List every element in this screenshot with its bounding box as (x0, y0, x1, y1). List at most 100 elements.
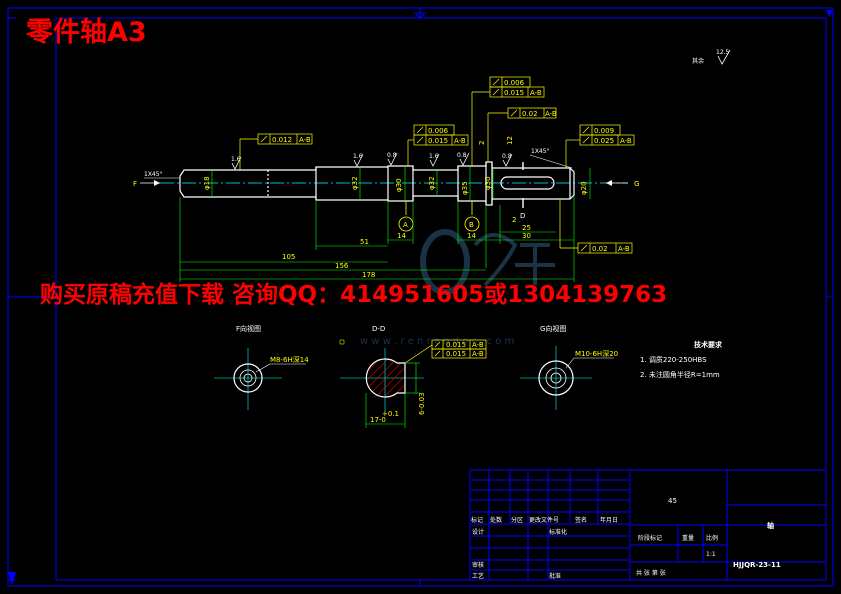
part-name: 轴 (767, 521, 774, 530)
d-section-plus: +0.1 (382, 410, 399, 418)
diameter-labels: φ18 φ32 φ30 φ32 φ35 φ30 φ20 (203, 176, 588, 195)
svg-text:0.025: 0.025 (594, 137, 614, 145)
roughness-value: 0.8 (457, 152, 467, 159)
hidden-marker (339, 339, 345, 345)
svg-text:0.015: 0.015 (446, 341, 466, 349)
svg-text:标记: 标记 (471, 516, 483, 524)
svg-text:比例: 比例 (706, 534, 718, 542)
svg-text:25: 25 (522, 224, 531, 232)
g-view: G向视图 M10-6H深20 (520, 324, 618, 410)
svg-text:0.02: 0.02 (522, 110, 538, 118)
svg-text:A-B: A-B (299, 136, 311, 144)
svg-text:审核: 审核 (472, 561, 484, 569)
svg-text:年月日: 年月日 (600, 516, 618, 524)
svg-text:2: 2 (478, 141, 486, 145)
runout-icon (260, 78, 590, 252)
roughness-symbol-icon (717, 49, 731, 65)
svg-text:更改文件号: 更改文件号 (529, 516, 559, 524)
view-arrow-g-label: G (634, 180, 639, 188)
roughness-value: 1.6 (353, 153, 363, 160)
svg-text:105: 105 (282, 253, 295, 261)
requirement-item: 2. 未注圆角半径R=1mm (640, 370, 720, 379)
svg-text:1:1: 1:1 (706, 551, 716, 558)
technical-requirements: 技术要求 1. 调质220-250HBS 2. 未注圆角半径R=1mm (640, 340, 723, 379)
svg-text:A-B: A-B (530, 89, 542, 97)
svg-text:0.015: 0.015 (446, 350, 466, 358)
svg-text:分区: 分区 (511, 516, 523, 524)
d-section-width: 17-0 (370, 416, 386, 424)
roughness-value: 0.8 (387, 152, 397, 159)
roughness-value: 0.8 (502, 153, 512, 160)
svg-text:批准: 批准 (549, 572, 561, 580)
f-view-note: M8-6H深14 (270, 355, 309, 364)
d-section-depth: 6-0.03 (418, 392, 426, 415)
main-view: 其余 12.5 1.6 1.6 0.8 1.6 0.8 0.8 1X45° 1X… (133, 49, 731, 282)
svg-text:A-B: A-B (618, 245, 630, 253)
arrow-left-icon (606, 180, 612, 186)
tolerance-values: 0.012 A-B 0.006 0.015 A-B 0.006 0.015 A-… (272, 79, 632, 253)
svg-text:φ35: φ35 (461, 181, 469, 195)
svg-text:A-B: A-B (472, 341, 484, 349)
length-dims (179, 195, 575, 282)
svg-text:51: 51 (360, 238, 369, 246)
svg-text:2: 2 (512, 216, 516, 224)
svg-text:B: B (469, 221, 474, 229)
svg-text:共 张 第 张: 共 张 第 张 (636, 569, 666, 577)
svg-text:A: A (403, 221, 408, 229)
svg-text:156: 156 (335, 262, 349, 270)
svg-text:12: 12 (506, 136, 514, 145)
watermark-url: w w w . r e n r e n d o c . c o m (360, 336, 514, 347)
roughness-rest-label: 其余 (692, 57, 704, 65)
svg-text:A-B: A-B (620, 137, 632, 145)
svg-text:φ30: φ30 (395, 178, 403, 192)
g-view-title: G向视图 (540, 324, 566, 333)
svg-text:φ30: φ30 (484, 176, 492, 190)
svg-text:工艺: 工艺 (472, 572, 484, 580)
svg-text:处数: 处数 (490, 516, 502, 524)
corner-mark-icon (8, 572, 16, 585)
section-mark-d: D (520, 212, 525, 220)
roughness-rest-value: 12.5 (716, 49, 730, 56)
roughness-marks (231, 152, 513, 170)
svg-text:φ20: φ20 (580, 181, 588, 195)
svg-text:标准化: 标准化 (549, 528, 567, 536)
chamfer-left-label: 1X45° (144, 171, 163, 178)
svg-text:φ18: φ18 (203, 176, 211, 190)
svg-text:30: 30 (522, 232, 531, 240)
roughness-value: 1.6 (429, 153, 439, 160)
drawing-title: 零件轴A3 (25, 17, 147, 48)
svg-text:A-B: A-B (472, 350, 484, 358)
svg-text:0.015: 0.015 (428, 137, 448, 145)
svg-text:0.012: 0.012 (272, 136, 292, 144)
svg-text:0.006: 0.006 (504, 79, 525, 87)
d-section-title: D-D (372, 325, 385, 333)
length-dim-values: 105 51 14 14 25 30 156 178 2 12 2 (282, 136, 531, 279)
shaft-outline (179, 161, 575, 206)
requirements-title: 技术要求 (694, 340, 723, 349)
svg-text:0.015: 0.015 (504, 89, 524, 97)
datum-a: A (398, 201, 414, 232)
svg-text:签名: 签名 (575, 516, 587, 524)
chamfer-right-label: 1X45° (531, 148, 550, 155)
view-arrow-f-label: F (133, 180, 137, 188)
svg-text:14: 14 (397, 232, 406, 240)
f-view-title: F向视图 (236, 324, 261, 333)
svg-text:14: 14 (467, 232, 476, 240)
svg-text:A-B: A-B (545, 110, 557, 118)
svg-text:阶段标记: 阶段标记 (638, 534, 662, 542)
tolerance-frames (239, 76, 635, 254)
svg-text:178: 178 (362, 271, 375, 279)
drawing-frame (7, 7, 834, 587)
arrow-right-icon (154, 180, 160, 186)
g-view-note: M10-6H深20 (575, 349, 618, 358)
svg-text:0.02: 0.02 (592, 245, 608, 253)
svg-text:重量: 重量 (682, 534, 694, 542)
drawing-number: HJJQR-23-11 (733, 561, 781, 569)
f-view: F向视图 M8-6H深14 (214, 324, 309, 410)
title-block: 45 轴 HJJQR-23-11 标记 处数 分区 更改文件号 签名 年月日 设… (469, 469, 827, 581)
svg-text:φ32: φ32 (351, 176, 359, 190)
svg-text:0.009: 0.009 (594, 127, 614, 135)
svg-text:φ32: φ32 (428, 176, 436, 190)
datum-b: B (464, 201, 480, 232)
